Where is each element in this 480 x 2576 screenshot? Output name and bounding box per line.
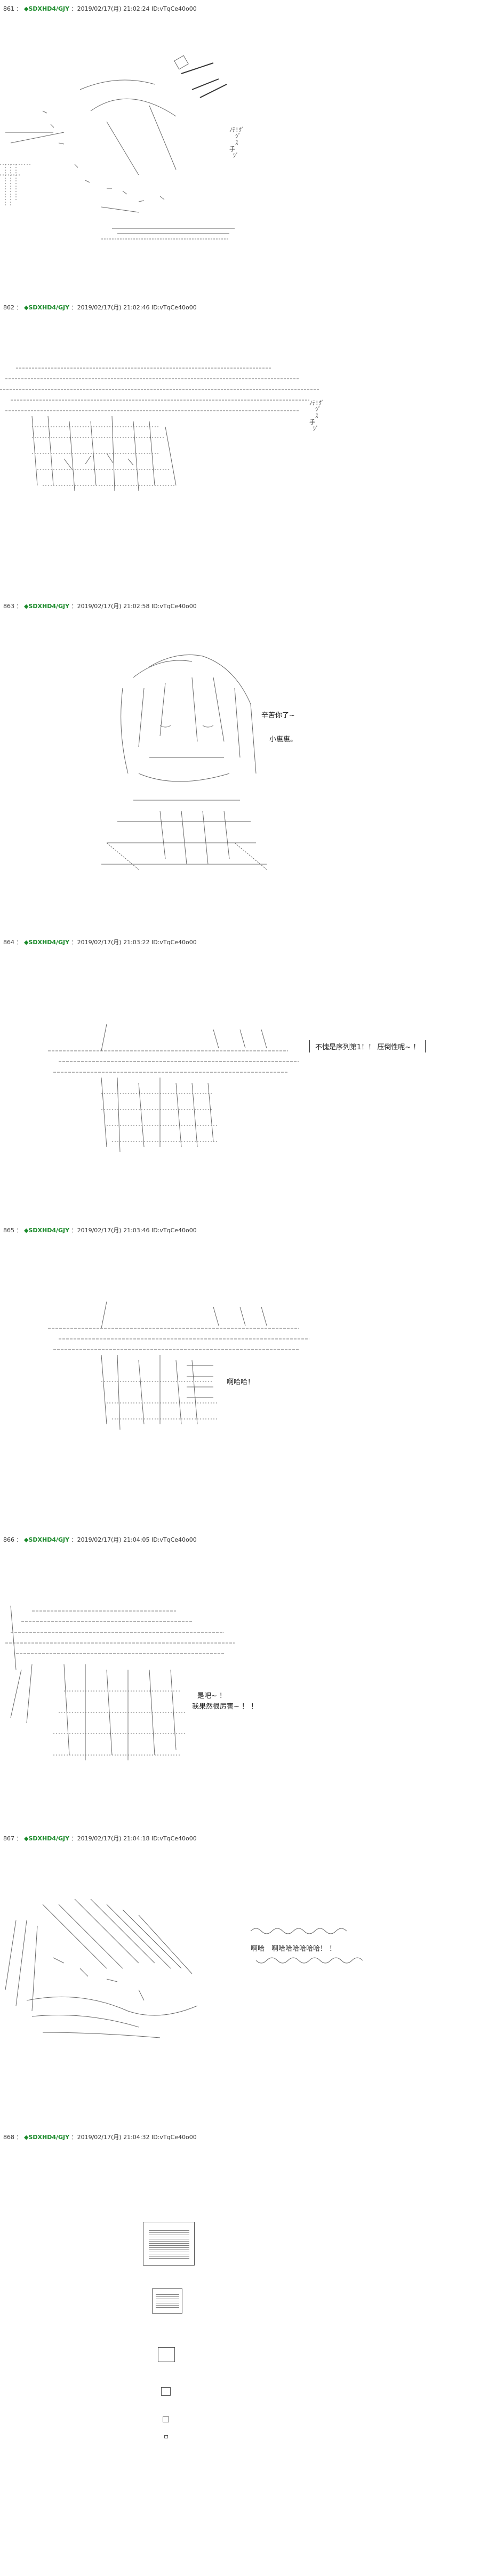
shrinking-box-5	[163, 2417, 169, 2422]
dialog-line-1: 辛苦你了~	[261, 712, 295, 720]
post-863: 863 ： ◆SDXHD4/GJY ：2019/02/17(月) 21:02:5…	[0, 597, 480, 934]
dialog-line-1: 啊哈哈！	[227, 1378, 255, 1386]
post-meta: ：2019/02/17(月) 21:03:46 ID:vTqCe40o00	[71, 1227, 197, 1234]
poster-name[interactable]: ◆SDXHD4/GJY	[24, 304, 70, 311]
poster-name[interactable]: ◆SDXHD4/GJY	[24, 2134, 70, 2141]
poster-name[interactable]: ◆SDXHD4/GJY	[24, 1227, 70, 1234]
ascii-art-figure-explosion	[0, 368, 320, 491]
post-number: 862	[3, 304, 14, 311]
post-number: 867	[3, 1835, 14, 1842]
poster-name[interactable]: ◆SDXHD4/GJY	[24, 5, 70, 12]
post-header: 862 ： ◆SDXHD4/GJY ：2019/02/17(月) 21:02:4…	[3, 304, 197, 311]
post-864: 864 ： ◆SDXHD4/GJY ：2019/02/17(月) 21:03:2…	[0, 934, 480, 1222]
ascii-art-figure-proud	[5, 1605, 235, 1760]
post-header: 866 ： ◆SDXHD4/GJY ：2019/02/17(月) 21:04:0…	[3, 1536, 197, 1543]
shrinking-box-2	[152, 2288, 182, 2314]
post-meta: ：2019/02/17(月) 21:04:18 ID:vTqCe40o00	[71, 1835, 197, 1842]
post-header: 861 ： ◆SDXHD4/GJY ：2019/02/17(月) 21:02:2…	[3, 5, 197, 12]
poster-name[interactable]: ◆SDXHD4/GJY	[24, 1536, 70, 1543]
post-meta: ：2019/02/17(月) 21:04:32 ID:vTqCe40o00	[71, 2134, 197, 2141]
dialog-line-2: 我果然很厉害~ ！ ！	[192, 1703, 258, 1711]
post-header: 868 ： ◆SDXHD4/GJY ：2019/02/17(月) 21:04:3…	[3, 2134, 197, 2141]
post-meta: ：2019/02/17(月) 21:04:05 ID:vTqCe40o00	[71, 1536, 197, 1543]
shrinking-box-3	[158, 2347, 175, 2362]
post-header: 864 ： ◆SDXHD4/GJY ：2019/02/17(月) 21:03:2…	[3, 939, 197, 946]
post-865: 865 ： ◆SDXHD4/GJY ：2019/02/17(月) 21:03:4…	[0, 1222, 480, 1531]
shrinking-box-1	[143, 2222, 195, 2266]
sound-effect: ﾉﾃ!ｸﾞ ｼﾞ ｽ 手 ｼﾞ	[229, 126, 245, 159]
post-number: 868	[3, 2134, 14, 2141]
post-meta: ：2019/02/17(月) 21:03:22 ID:vTqCe40o00	[71, 939, 197, 946]
ascii-art-figure-laughing	[48, 1301, 309, 1430]
post-868: 868 ： ◆SDXHD4/GJY ：2019/02/17(月) 21:04:3…	[0, 2128, 480, 2576]
ascii-art-figure-cheering	[48, 1024, 299, 1153]
post-number: 866	[3, 1536, 14, 1543]
post-number: 863	[3, 603, 14, 610]
poster-name[interactable]: ◆SDXHD4/GJY	[24, 603, 70, 610]
poster-name[interactable]: ◆SDXHD4/GJY	[24, 939, 70, 946]
post-meta: ：2019/02/17(月) 21:02:46 ID:vTqCe40o00	[71, 304, 197, 311]
ascii-art-figure-lying	[0, 55, 235, 240]
shrinking-box-4	[161, 2387, 171, 2396]
dialog-box: 不愧是序列第1！！ 压倒性呢~ ！	[309, 1040, 426, 1052]
post-number: 865	[3, 1227, 14, 1234]
post-866: 866 ： ◆SDXHD4/GJY ：2019/02/17(月) 21:04:0…	[0, 1531, 480, 1830]
dialog-line-1: 是吧~ ！	[197, 1692, 227, 1700]
ascii-art-girl-portrait	[101, 655, 267, 870]
post-header: 867 ： ◆SDXHD4/GJY ：2019/02/17(月) 21:04:1…	[3, 1835, 197, 1842]
sound-effect: ﾉﾃ!ｸﾞ ｼﾞ ｽ 手 ｼﾞ	[309, 400, 325, 432]
dialog-line-2: 小惠惠。	[269, 736, 298, 744]
ascii-art-figure-hand-raised	[5, 1899, 363, 2038]
post-header: 863 ： ◆SDXHD4/GJY ：2019/02/17(月) 21:02:5…	[3, 603, 197, 610]
post-meta: ：2019/02/17(月) 21:02:58 ID:vTqCe40o00	[71, 603, 197, 610]
shrinking-box-6	[164, 2435, 168, 2438]
post-meta: ：2019/02/17(月) 21:02:24 ID:vTqCe40o00	[71, 5, 197, 12]
post-861: 861 ： ◆SDXHD4/GJY ：2019/02/17(月) 21:02:2…	[0, 4, 480, 303]
post-header: 865 ： ◆SDXHD4/GJY ：2019/02/17(月) 21:03:4…	[3, 1227, 197, 1234]
post-number: 861	[3, 5, 14, 12]
poster-name[interactable]: ◆SDXHD4/GJY	[24, 1835, 70, 1842]
post-867: 867 ： ◆SDXHD4/GJY ：2019/02/17(月) 21:04:1…	[0, 1830, 480, 2128]
post-number: 864	[3, 939, 14, 946]
post-862: 862 ： ◆SDXHD4/GJY ：2019/02/17(月) 21:02:4…	[0, 299, 480, 603]
dialog-line-1: 啊哈 啊哈哈哈哈哈哈！ ！	[251, 1945, 337, 1953]
